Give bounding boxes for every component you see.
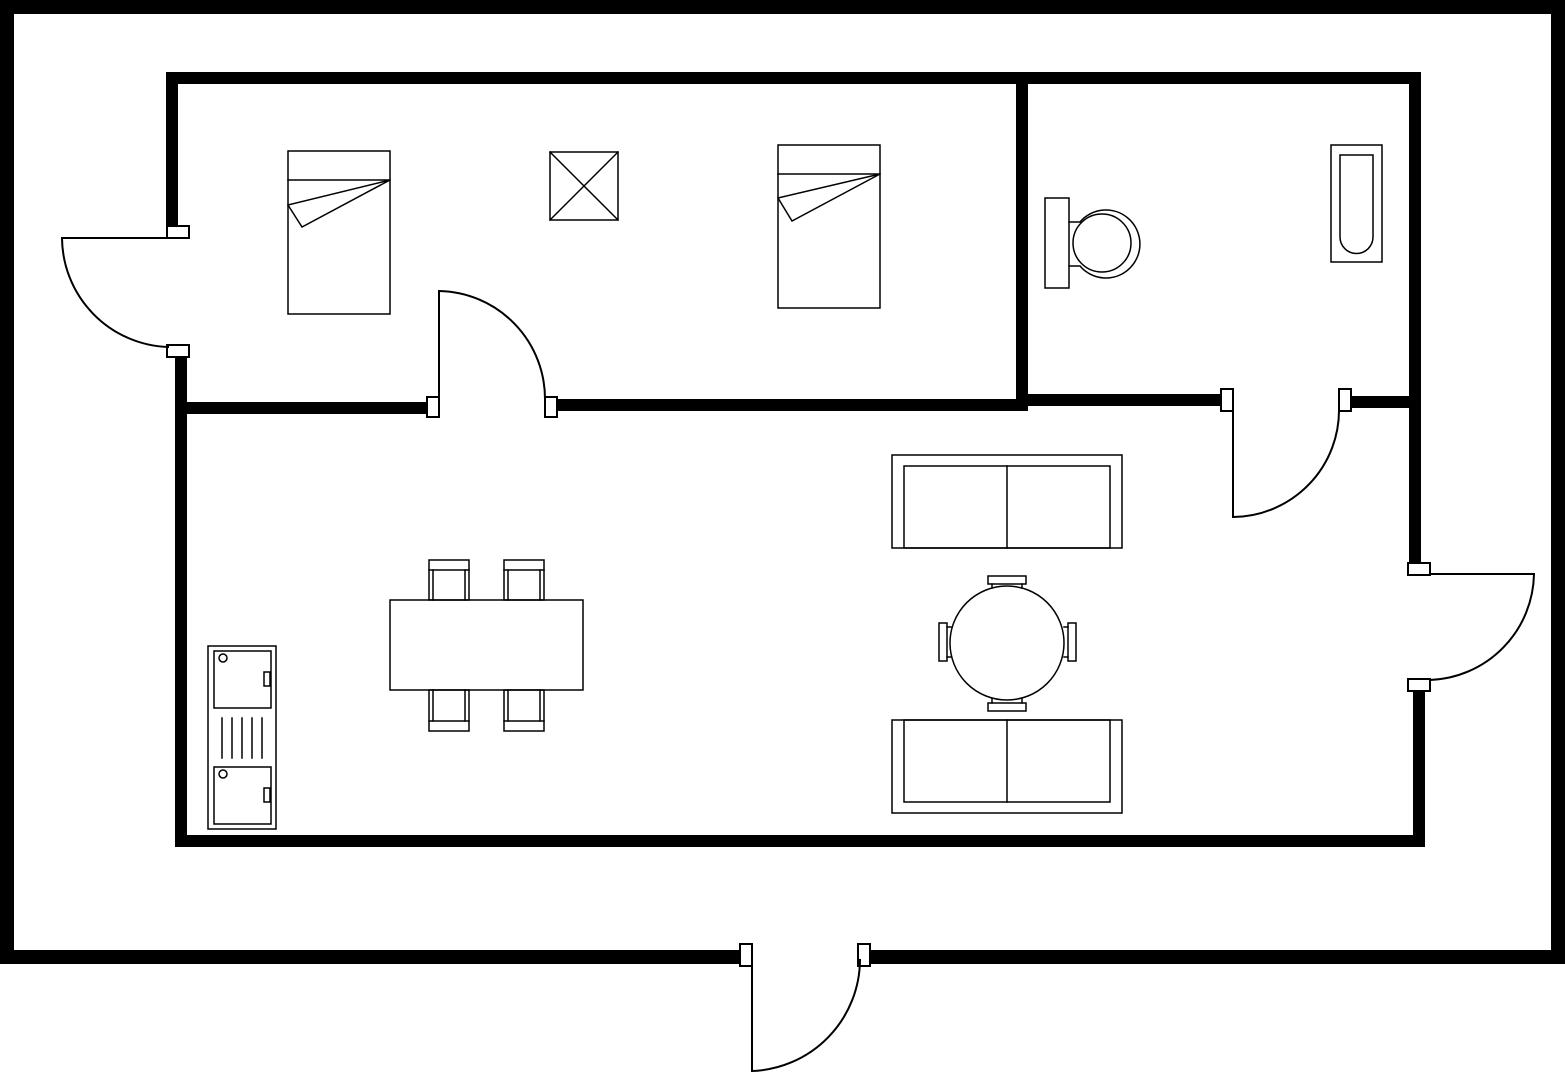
living-exterior-door: [1407, 562, 1536, 692]
dining-set: [389, 559, 584, 732]
bedroom-furniture: [286, 144, 881, 315]
building-walls: [166, 72, 1425, 847]
bathroom-fixtures: [1044, 144, 1383, 289]
dining-chair: [428, 689, 470, 732]
sofa-top: [891, 454, 1123, 549]
bedroom-exterior-door: [60, 225, 190, 358]
round-table: [938, 575, 1077, 712]
bedroom-door: [426, 289, 558, 418]
wall-north-west: [166, 72, 1421, 406]
bathroom-door: [1220, 388, 1352, 519]
toilet: [1044, 197, 1141, 289]
sofa-bottom: [891, 719, 1123, 814]
kitchen-counter: [207, 645, 277, 830]
double-bed-right: [776, 144, 881, 309]
doors: [60, 225, 1536, 1073]
dining-chair: [503, 689, 545, 732]
side-table: [548, 150, 620, 222]
dining-chair: [428, 559, 470, 601]
entrance-door: [739, 943, 871, 1073]
dining-chair: [503, 559, 545, 601]
bathtub: [1330, 144, 1383, 263]
outer-boundary: [0, 0, 1565, 964]
living-furniture: [207, 454, 1123, 830]
double-bed-left: [286, 150, 391, 315]
